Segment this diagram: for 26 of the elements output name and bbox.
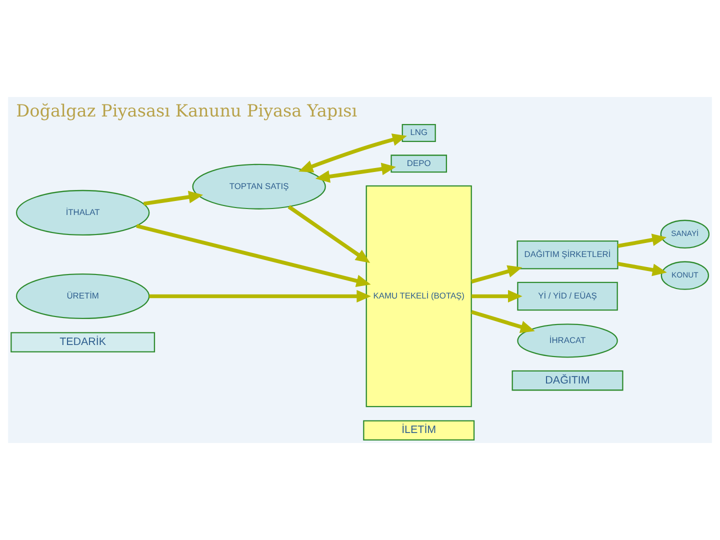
arrow bbox=[136, 224, 371, 288]
arrow bbox=[149, 290, 372, 303]
arrow bbox=[470, 265, 522, 284]
node-box: İLETİM bbox=[363, 420, 475, 440]
node-ellipse: ÜRETİM bbox=[16, 273, 150, 320]
node-box: KAMU TEKELİ (BOTAŞ) bbox=[366, 185, 472, 408]
arrow bbox=[298, 134, 407, 172]
arrow bbox=[143, 190, 204, 206]
arrow bbox=[617, 234, 667, 248]
node-ellipse: İTHALAT bbox=[16, 190, 150, 236]
node-box: DAĞITIM ŞİRKETLERİ bbox=[516, 240, 618, 270]
node-ellipse: KONUT bbox=[660, 261, 710, 290]
node-ellipse: TOPTAN SATIŞ bbox=[192, 164, 326, 210]
node-ellipse: İHRACAT bbox=[517, 324, 618, 358]
node-box: LNG bbox=[402, 124, 436, 142]
node-box: Yİ / YİD / EÜAŞ bbox=[517, 282, 618, 311]
node-box: TEDARİK bbox=[10, 332, 156, 352]
node-ellipse: SANAYİ bbox=[660, 220, 710, 249]
arrow bbox=[315, 162, 396, 183]
arrow bbox=[472, 290, 522, 303]
arrow bbox=[288, 205, 370, 264]
node-box: DAĞITIM bbox=[512, 370, 624, 391]
diagram-title: Doğalgaz Piyasası Kanunu Piyasa Yapısı bbox=[16, 100, 358, 121]
arrow bbox=[470, 310, 535, 333]
node-box: DEPO bbox=[390, 154, 448, 173]
arrow bbox=[617, 262, 667, 276]
